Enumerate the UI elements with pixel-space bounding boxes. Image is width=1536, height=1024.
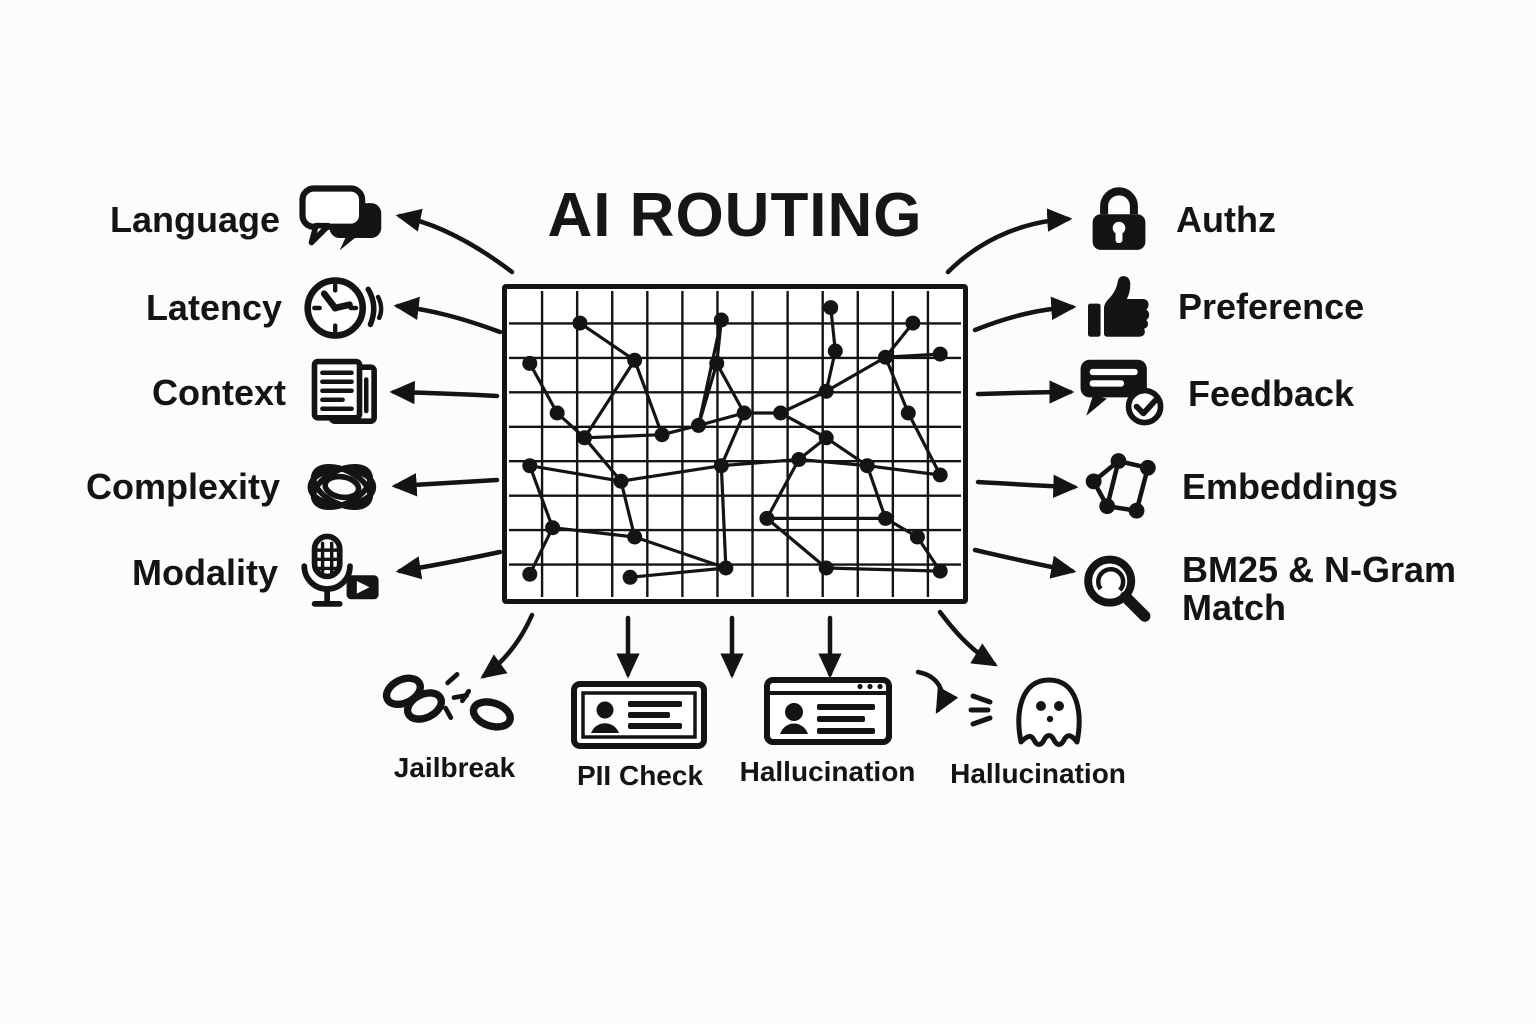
embeddings-label: Embeddings: [1182, 466, 1399, 507]
right-item-embeddings: Embeddings: [1082, 447, 1512, 527]
modality-label: Modality: [131, 552, 278, 593]
bm25-label: BM25 & N-Gram Match: [1182, 548, 1457, 628]
node-graph-icon: [1082, 452, 1164, 522]
left-item-context: Context: [96, 353, 388, 433]
clock-icon: [300, 270, 388, 346]
arrow-to-latency: [393, 296, 503, 335]
left-item-complexity: Complexity: [86, 447, 388, 527]
documents-icon: [304, 357, 388, 429]
ghost-icon: [963, 664, 1113, 752]
arrow-to-embeddings: [975, 474, 1079, 499]
pii-check-label: PII Check: [576, 760, 704, 791]
bottom-item-hallucination-ghost: Hallucination: [950, 664, 1126, 790]
diagram-title: AI ROUTING: [547, 181, 923, 250]
arrow-to-preference: [972, 296, 1077, 333]
feedback-label: Feedback: [1188, 373, 1355, 414]
right-item-bm25: BM25 & N-Gram Match: [1078, 534, 1518, 644]
authz-label: Authz: [1176, 199, 1276, 240]
routing-network-graph: [509, 291, 961, 597]
arrow-to-feedback: [975, 380, 1075, 404]
chat-check-icon: [1078, 354, 1170, 434]
hallucination-card-label: Hallucination: [739, 756, 916, 787]
hallucination-ghost-label: Hallucination: [950, 758, 1126, 789]
complexity-label: Complexity: [85, 466, 280, 507]
id-card-icon: [570, 678, 710, 754]
lock-icon: [1080, 183, 1158, 257]
thumbs-up-icon: [1080, 270, 1160, 344]
arrow-hook-ghost: [915, 669, 959, 714]
bottom-item-hallucination-card: Hallucination: [740, 674, 915, 788]
arrow-to-context: [389, 380, 500, 405]
arrow-to-modality: [395, 549, 503, 580]
latency-label: Latency: [145, 287, 282, 328]
left-item-latency: Latency: [96, 268, 388, 348]
jailbreak-label: Jailbreak: [393, 752, 516, 783]
preference-label: Preference: [1178, 286, 1365, 327]
right-item-preference: Preference: [1080, 267, 1510, 347]
speech-bubble-icon: [298, 184, 388, 256]
broken-chain-icon: [376, 666, 534, 746]
bottom-item-pii-check: PII Check: [565, 678, 715, 792]
language-label: Language: [109, 199, 280, 240]
right-item-authz: Authz: [1080, 180, 1510, 260]
arrow-to-ghost: [937, 609, 998, 667]
bottom-item-jailbreak: Jailbreak: [372, 666, 537, 784]
routing-network-panel: [502, 284, 968, 604]
browser-card-icon: [763, 674, 893, 750]
context-label: Context: [152, 372, 286, 413]
right-item-feedback: Feedback: [1078, 352, 1508, 436]
left-item-language: Language: [96, 180, 388, 260]
arrow-to-bm25: [972, 547, 1077, 579]
magnifier-icon: [1078, 549, 1164, 629]
arrow-to-complexity: [391, 473, 500, 497]
scribble-icon: [298, 451, 388, 523]
left-item-modality: Modality: [96, 531, 388, 615]
mic-video-icon: [296, 533, 388, 613]
